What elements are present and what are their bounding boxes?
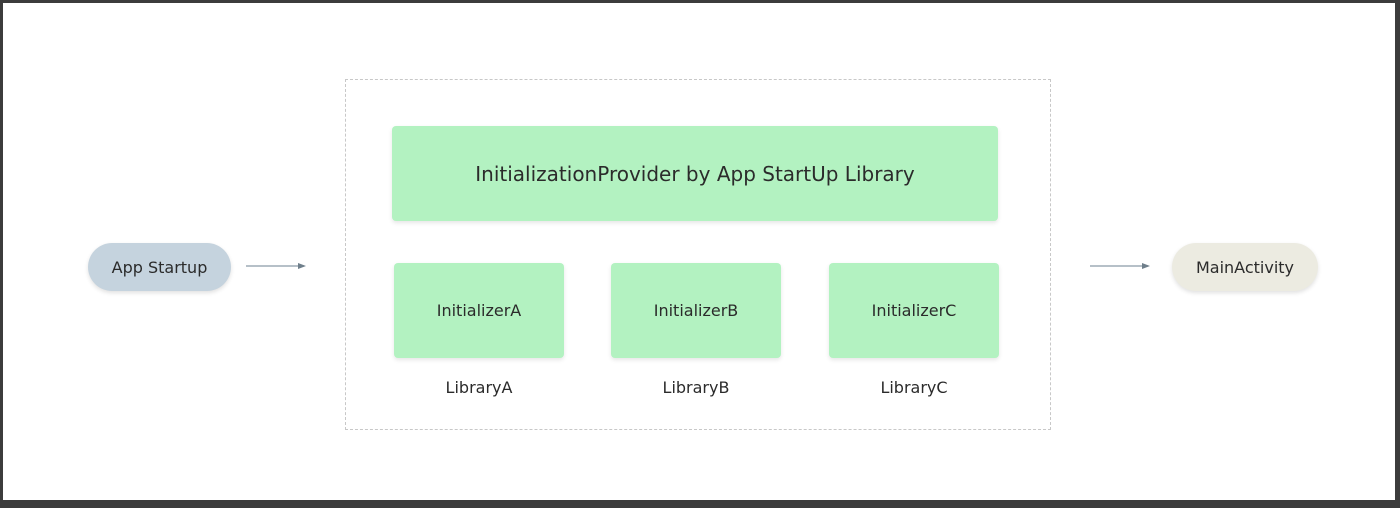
initializer-c-box: InitializerC: [829, 263, 999, 358]
initializer-a-box: InitializerA: [394, 263, 564, 358]
initialization-provider-box: InitializationProvider by App StartUp Li…: [392, 126, 998, 221]
app-startup-label: App Startup: [111, 257, 208, 277]
app-startup-node: App Startup: [88, 243, 231, 291]
arrow-startup-to-container: [246, 263, 306, 269]
library-b-label: LibraryB: [662, 378, 730, 397]
initializer-c-label: InitializerC: [871, 301, 957, 320]
library-a-label: LibraryA: [445, 378, 513, 397]
arrow-container-to-mainactivity: [1090, 263, 1150, 269]
initializer-b-box: InitializerB: [611, 263, 781, 358]
library-c-label: LibraryC: [880, 378, 948, 397]
initializer-a-label: InitializerA: [436, 301, 522, 320]
initializer-b-label: InitializerB: [653, 301, 739, 320]
main-activity-label: MainActivity: [1195, 257, 1295, 277]
startup-library-container: [345, 79, 1051, 430]
main-activity-node: MainActivity: [1172, 243, 1318, 291]
initialization-provider-label: InitializationProvider by App StartUp Li…: [475, 161, 915, 186]
